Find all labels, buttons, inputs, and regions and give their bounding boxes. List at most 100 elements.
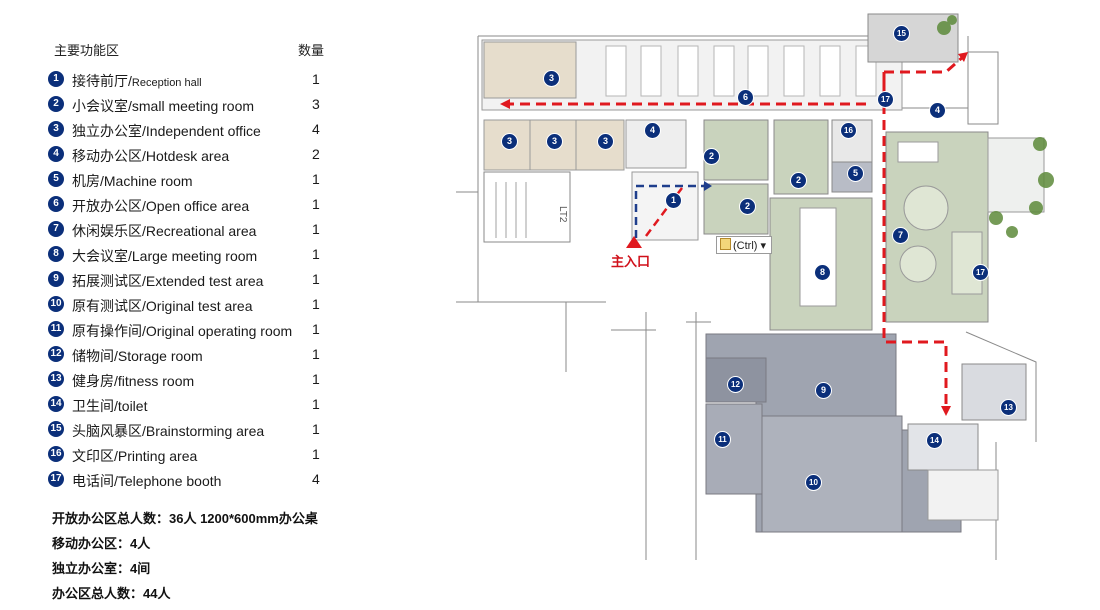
legend-label: 原有操作间/Original operating room <box>72 321 292 341</box>
legend-item: 7 休闲娱乐区/Recreational area 1 <box>46 220 346 240</box>
legend-label-en: Independent office <box>145 123 261 139</box>
plan-marker: 3 <box>543 70 560 87</box>
plan-marker: 1 <box>665 192 682 209</box>
legend-label: 原有测试区/Original test area <box>72 296 253 316</box>
legend-label: 大会议室/Large meeting room <box>72 246 257 266</box>
legend-label-zh: 移动办公区/ <box>72 148 146 164</box>
legend-label-zh: 拓展测试区/ <box>72 273 146 289</box>
summary-total: 办公区总人数：44人 <box>52 586 171 601</box>
plan-marker: 7 <box>892 227 909 244</box>
legend-count: 2 <box>312 146 320 162</box>
legend-number-badge: 11 <box>48 321 64 337</box>
legend-label-zh: 机房/ <box>72 173 104 189</box>
legend-count: 1 <box>312 196 320 212</box>
plan-marker: 6 <box>737 89 754 106</box>
plan-marker: 3 <box>546 133 563 150</box>
legend-label-en: Original test area <box>145 298 253 314</box>
legend-item: 3 独立办公室/Independent office 4 <box>46 120 346 140</box>
legend-label-en: Storage room <box>117 348 203 364</box>
legend-count: 1 <box>312 246 320 262</box>
legend-label: 小会议室/small meeting room <box>72 96 254 116</box>
legend-label: 独立办公室/Independent office <box>72 121 261 141</box>
plan-marker: 3 <box>501 133 518 150</box>
legend-item: 8 大会议室/Large meeting room 1 <box>46 245 346 265</box>
legend-label-en: toilet <box>117 398 148 414</box>
legend-count: 4 <box>312 471 320 487</box>
legend-number-badge: 7 <box>48 221 64 237</box>
clipboard-icon <box>720 238 731 250</box>
legend-label-en: Hotdesk area <box>145 148 230 164</box>
legend-label-zh: 休闲娱乐区/ <box>72 223 146 239</box>
legend-number-badge: 8 <box>48 246 64 262</box>
plan-marker: 16 <box>840 122 857 139</box>
plan-marker: 13 <box>1000 399 1017 416</box>
legend-count: 1 <box>312 346 320 362</box>
legend-label-zh: 储物间/ <box>72 348 118 364</box>
legend-label-zh: 大会议室/ <box>72 248 132 264</box>
legend-item: 4 移动办公区/Hotdesk area 2 <box>46 145 346 165</box>
legend-number-badge: 5 <box>48 171 64 187</box>
legend-count: 1 <box>312 71 320 87</box>
legend-label-zh: 电话间/ <box>72 473 118 489</box>
small-meeting-room-c <box>703 183 769 235</box>
legend-label-en: Extended test area <box>145 273 264 289</box>
floor-plan: LT2 <box>456 12 1056 560</box>
legend-label: 卫生间/toilet <box>72 396 147 416</box>
legend-label-zh: 原有操作间/ <box>72 323 146 339</box>
blue-route <box>634 184 706 238</box>
legend-label: 拓展测试区/Extended test area <box>72 271 263 291</box>
legend-label-en: small meeting room <box>131 98 255 114</box>
plan-marker: 8 <box>814 264 831 281</box>
legend-label-en: Recreational area <box>145 223 257 239</box>
original-test-area <box>761 415 903 533</box>
legend-label: 接待前厅/Reception hall <box>72 71 202 91</box>
legend-label: 文印区/Printing area <box>72 446 197 466</box>
legend-number-badge: 10 <box>48 296 64 312</box>
legend-label: 休闲娱乐区/Recreational area <box>72 221 256 241</box>
fitness-room <box>961 363 1027 421</box>
stair-label: LT2 <box>557 206 568 223</box>
legend-count: 1 <box>312 396 320 412</box>
legend-label-zh: 独立办公室/ <box>72 123 146 139</box>
ctrl-label: (Ctrl) <box>733 240 758 252</box>
legend-number-badge: 3 <box>48 121 64 137</box>
plan-marker: 2 <box>739 198 756 215</box>
plan-marker: 14 <box>926 432 943 449</box>
legend-count: 1 <box>312 296 320 312</box>
plan-marker: 17 <box>877 91 894 108</box>
plan-marker: 4 <box>929 102 946 119</box>
legend-count: 1 <box>312 171 320 187</box>
legend-label-en: Printing area <box>117 448 198 464</box>
legend-count: 4 <box>312 121 320 137</box>
legend-number-badge: 4 <box>48 146 64 162</box>
legend-label-zh: 头脑风暴区/ <box>72 423 146 439</box>
legend-label-en: Brainstorming area <box>145 423 265 439</box>
legend-number-badge: 17 <box>48 471 64 487</box>
legend-label-zh: 小会议室/ <box>72 98 132 114</box>
legend-item: 10 原有测试区/Original test area 1 <box>46 295 346 315</box>
legend-number-badge: 13 <box>48 371 64 387</box>
legend-count: 1 <box>312 321 320 337</box>
legend-number-badge: 14 <box>48 396 64 412</box>
legend-item: 11 原有操作间/Original operating room 1 <box>46 320 346 340</box>
entrance-arrow <box>626 236 642 248</box>
legend-label: 健身房/fitness room <box>72 371 194 391</box>
plan-marker: 9 <box>815 382 832 399</box>
legend-label-zh: 文印区/ <box>72 448 118 464</box>
legend-header-area: 主要功能区 <box>54 43 120 58</box>
legend-count: 1 <box>312 221 320 237</box>
legend-label: 开放办公区/Open office area <box>72 196 249 216</box>
storage-room <box>705 357 767 403</box>
summary-open-office: 开放办公区总人数：36人 1200*600mm办公桌 <box>52 511 318 526</box>
paste-options-popup[interactable]: (Ctrl) ▾ <box>716 236 772 254</box>
legend-count: 3 <box>312 96 320 112</box>
legend-label-zh: 开放办公区/ <box>72 198 146 214</box>
summary-independent-office: 独立办公室：4间 <box>52 561 151 576</box>
